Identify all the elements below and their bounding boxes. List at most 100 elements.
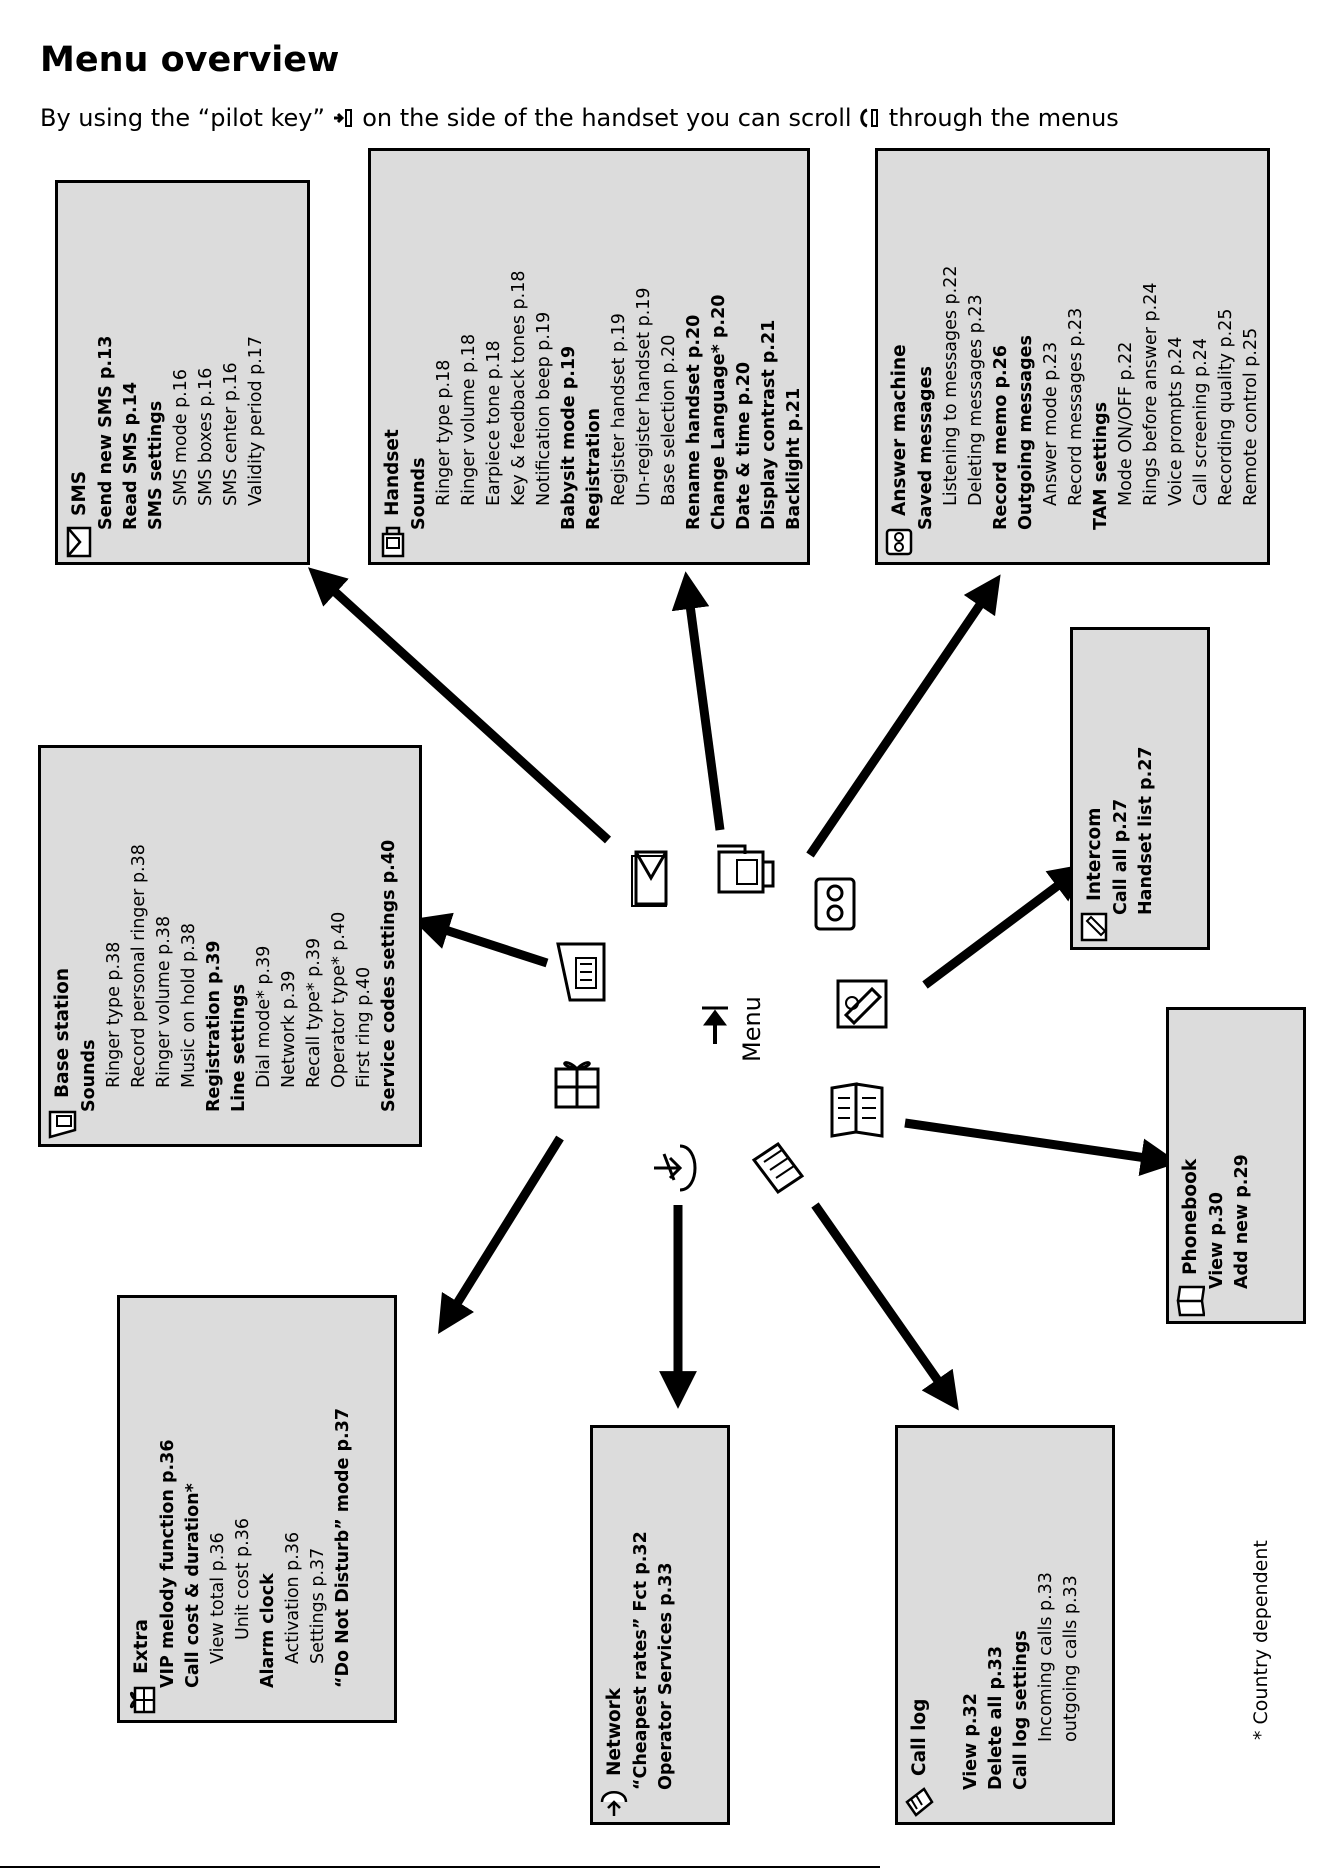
network-menu-heading: Network xyxy=(603,1687,625,1776)
sms-envelope-icon xyxy=(66,526,92,558)
menu-item: TAM settings xyxy=(1091,401,1111,530)
call-log-icon xyxy=(751,1141,805,1195)
menu-item: Add new p.29 xyxy=(1232,1154,1252,1289)
menu-item: Call screening p.24 xyxy=(1191,338,1211,506)
menu-item: Sounds xyxy=(79,1039,99,1113)
menu-item: Ringer type p.38 xyxy=(104,941,124,1088)
arrow-to-answer-machine xyxy=(806,574,1001,858)
menu-item: Network p.39 xyxy=(279,970,299,1088)
menu-item: Notification beep p.19 xyxy=(534,311,554,506)
menu-item: Deleting messages p.23 xyxy=(966,294,986,506)
extra-gift-icon xyxy=(554,1061,600,1109)
footnote: * Country dependent xyxy=(1250,1540,1272,1740)
menu-item: Incoming calls p.33 xyxy=(1036,1572,1056,1742)
intro-text-part-2: on the side of the handset you can scrol… xyxy=(354,104,860,132)
intro-text-part-1: By using the “pilot key” xyxy=(40,104,333,132)
intercom-icon xyxy=(1080,912,1108,942)
menu-item: First ring p.40 xyxy=(354,966,374,1088)
menu-item: Change Language* p.20 xyxy=(709,294,729,530)
menu-item: Read SMS p.14 xyxy=(121,381,141,530)
menu-item: Key & feedback tones p.18 xyxy=(509,270,529,507)
menu-center-label: Menu xyxy=(738,996,766,1062)
menu-key-icon xyxy=(702,1006,728,1044)
network-icon xyxy=(600,1791,628,1816)
menu-item: Registration p.39 xyxy=(204,940,224,1112)
menu-item: “Do Not Disturb” mode p.37 xyxy=(333,1407,353,1688)
handset-menu-heading: Handset xyxy=(381,429,403,516)
menu-item: Voice prompts p.24 xyxy=(1166,336,1186,506)
call-log-menu-heading: Call log xyxy=(908,1698,930,1776)
base-station-menu-heading: Base station xyxy=(51,968,73,1098)
menu-item: Unit cost p.36 xyxy=(233,1518,253,1640)
page-title: Menu overview xyxy=(40,40,340,80)
intro-text: By using the “pilot key” on the side of … xyxy=(40,104,1119,132)
arrow-to-sms xyxy=(308,567,612,844)
arrow-to-extra xyxy=(438,1135,564,1335)
menu-item: Settings p.37 xyxy=(308,1547,328,1664)
menu-item: Rings before answer p.24 xyxy=(1141,282,1161,507)
menu-item: Send new SMS p.13 xyxy=(96,335,116,530)
phonebook-menu-heading: Phonebook xyxy=(1179,1158,1201,1275)
menu-item: Record memo p.26 xyxy=(991,345,1011,530)
menu-item: Registration xyxy=(584,408,604,530)
menu-item: Rename handset p.20 xyxy=(684,314,704,530)
menu-item: Operator Services p.33 xyxy=(656,1562,676,1790)
menu-item: Recording quality p.25 xyxy=(1216,308,1236,506)
arrow-to-base-station xyxy=(412,912,549,968)
menu-item: Answer mode p.23 xyxy=(1041,341,1061,506)
intercom-menu-heading: Intercom xyxy=(1083,807,1105,901)
menu-item: Earpiece tone p.18 xyxy=(484,340,504,506)
menu-item: Sounds xyxy=(409,457,429,531)
menu-item: Call cost & duration* xyxy=(183,1483,203,1688)
handset-icon xyxy=(717,844,775,894)
menu-item: Saved messages xyxy=(916,366,936,530)
arrow-to-call-log xyxy=(811,1202,959,1411)
menu-item: Mode ON/OFF p.22 xyxy=(1116,341,1136,506)
arrow-to-phonebook xyxy=(904,1118,1179,1176)
menu-item: Remote control p.25 xyxy=(1241,327,1261,506)
menu-item: SMS mode p.16 xyxy=(171,368,191,506)
menu-item: View p.30 xyxy=(1207,1192,1227,1289)
phonebook-icon xyxy=(830,1082,884,1138)
menu-item: Operator type* p.40 xyxy=(329,911,349,1088)
phonebook-icon xyxy=(1176,1285,1205,1317)
menu-item: Music on hold p.38 xyxy=(179,923,199,1088)
base-station-icon xyxy=(556,942,606,1002)
menu-item xyxy=(934,1428,959,1818)
menu-item: Record messages p.23 xyxy=(1066,307,1086,506)
menu-item: “Cheapest rates” Fct p.32 xyxy=(631,1531,651,1790)
menu-item: Date & time p.20 xyxy=(734,361,754,530)
menu-item: Un-register handset p.19 xyxy=(634,287,654,506)
menu-item: SMS center p.16 xyxy=(221,362,241,506)
menu-item: Call all p.27 xyxy=(1111,798,1131,915)
answer-machine-icon xyxy=(885,528,913,556)
menu-item: Listening to messages p.22 xyxy=(941,265,961,506)
arrow-to-intercom xyxy=(922,863,1088,989)
scroll-icon xyxy=(860,108,879,128)
pilot-key-icon xyxy=(333,109,352,127)
menu-item: Register handset p.19 xyxy=(609,313,629,506)
menu-item: Validity period p.17 xyxy=(246,335,266,506)
menu-item: Ringer volume p.18 xyxy=(459,333,479,506)
bottom-rule xyxy=(0,1866,880,1868)
